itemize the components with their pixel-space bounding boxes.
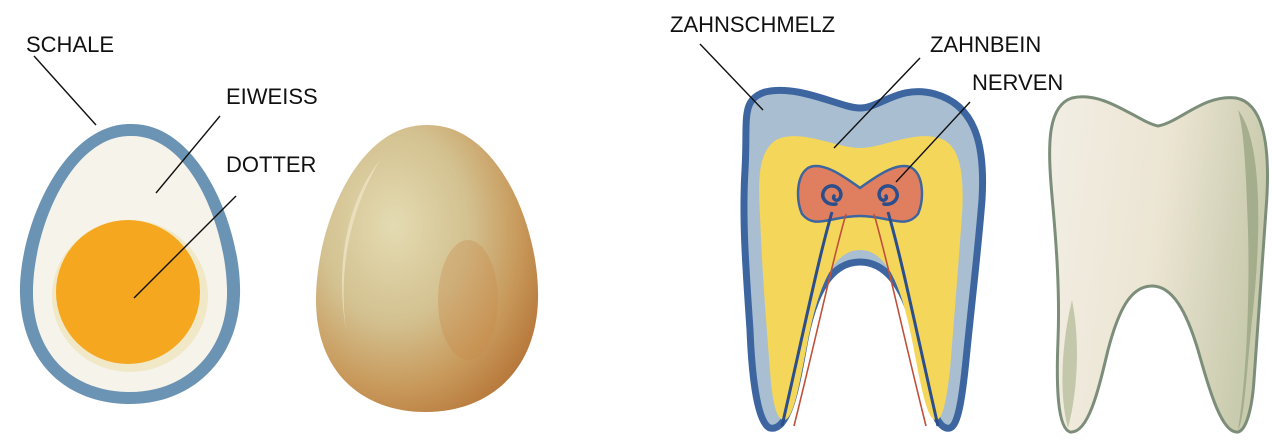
cut-egg-illustration (20, 124, 240, 404)
leader-line-enamel (700, 44, 763, 110)
label-nerves: NERVEN (972, 70, 1063, 95)
whole-egg-speckle (438, 240, 498, 360)
cut-tooth-illustration (744, 90, 983, 428)
tooth-dentin (759, 136, 962, 420)
whole-tooth (1050, 97, 1268, 432)
label-shell: SCHALE (26, 32, 114, 57)
whole-egg-illustration (316, 125, 538, 412)
label-dentin: ZAHNBEIN (930, 32, 1041, 57)
leader-line-shell (34, 56, 96, 125)
egg-yolk (56, 220, 200, 364)
label-enamel: ZAHNSCHMELZ (670, 12, 835, 37)
whole-tooth-illustration (1050, 97, 1268, 432)
label-white: EIWEISS (226, 84, 318, 109)
whole-egg (316, 125, 538, 412)
label-yolk: DOTTER (226, 152, 316, 177)
